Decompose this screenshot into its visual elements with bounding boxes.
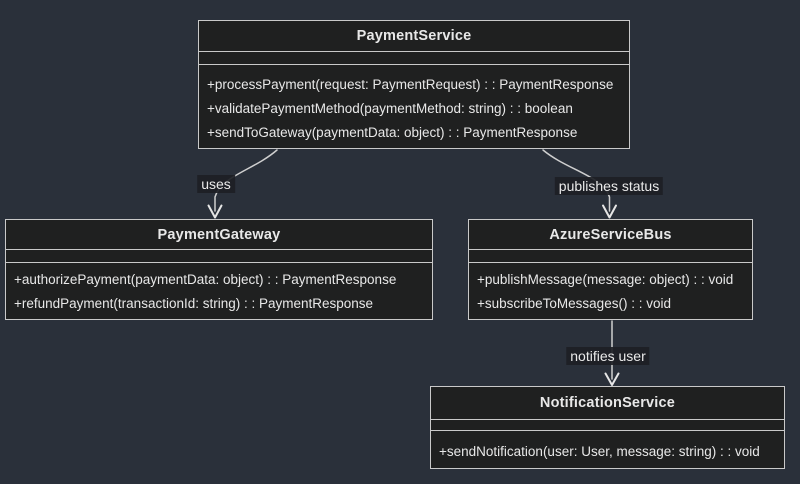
class-title: PaymentService — [199, 21, 629, 52]
class-method: +subscribeToMessages() : : void — [477, 296, 671, 311]
class-node-payment-service: PaymentService +processPayment(request: … — [198, 20, 630, 149]
class-node-payment-gateway: PaymentGateway +authorizePayment(payment… — [5, 219, 433, 320]
class-attributes-empty — [199, 52, 629, 65]
class-attributes-empty — [6, 250, 432, 263]
class-method: +validatePaymentMethod(paymentMethod: st… — [207, 101, 573, 116]
class-attributes-empty — [431, 420, 784, 431]
class-methods: +processPayment(request: PaymentRequest)… — [199, 65, 629, 145]
class-title: PaymentGateway — [6, 220, 432, 250]
class-method: +sendToGateway(paymentData: object) : : … — [207, 125, 578, 140]
class-methods: +sendNotification(user: User, message: s… — [431, 431, 784, 464]
class-node-azure-service-bus: AzureServiceBus +publishMessage(message:… — [468, 219, 753, 320]
class-node-notification-service: NotificationService +sendNotification(us… — [430, 386, 785, 469]
class-method: +publishMessage(message: object) : : voi… — [477, 272, 734, 287]
edge-label-notifies-user: notifies user — [566, 347, 650, 365]
arrowhead-down-icon — [604, 372, 620, 386]
class-method: +authorizePayment(paymentData: object) :… — [14, 272, 397, 287]
arrowhead-down-icon — [207, 204, 223, 219]
edge-label-uses: uses — [197, 175, 235, 193]
class-method: +processPayment(request: PaymentRequest)… — [207, 77, 614, 92]
class-method: +sendNotification(user: User, message: s… — [439, 444, 760, 459]
class-attributes-empty — [469, 250, 752, 263]
class-title: AzureServiceBus — [469, 220, 752, 250]
edge-label-publishes-status: publishes status — [554, 177, 664, 195]
class-methods: +authorizePayment(paymentData: object) :… — [6, 263, 432, 316]
arrowhead-down-icon — [602, 204, 617, 219]
class-method: +refundPayment(transactionId: string) : … — [14, 296, 374, 311]
class-methods: +publishMessage(message: object) : : voi… — [469, 263, 752, 316]
class-title: NotificationService — [431, 387, 784, 420]
